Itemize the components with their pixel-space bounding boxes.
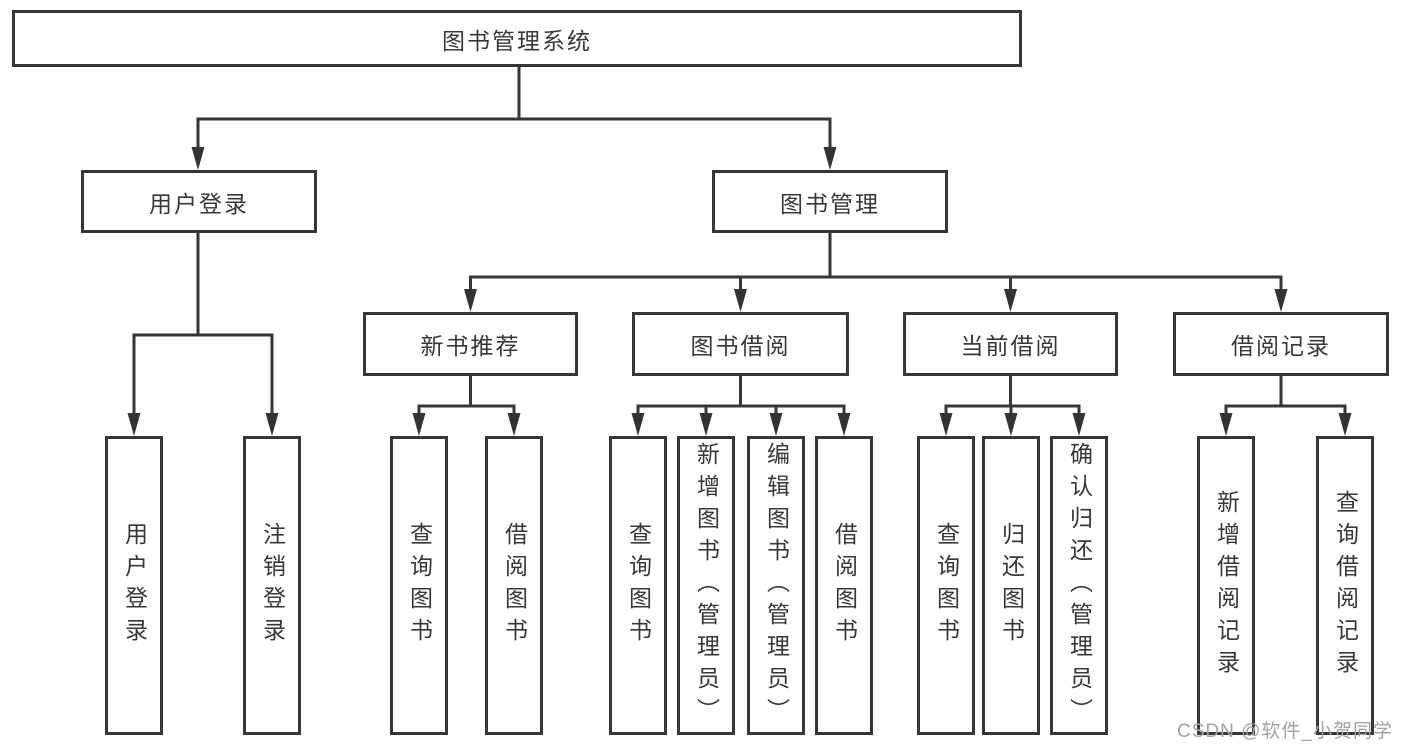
connector-root-to-branches bbox=[191, 66, 837, 170]
arrow-down-icon bbox=[127, 413, 141, 436]
arrow-down-icon bbox=[265, 413, 279, 436]
leaf-label: 归还图书 bbox=[998, 521, 1025, 650]
leaf-add-borrow-record: 新增借阅记录 bbox=[1197, 436, 1255, 735]
leaf-label: 确认归还（管理员） bbox=[1066, 441, 1093, 730]
leaf-confirm-return-admin: 确认归还（管理员） bbox=[1050, 436, 1108, 735]
leaf-edit-book-admin: 编辑图书（管理员） bbox=[747, 436, 805, 735]
arrow-down-icon bbox=[939, 413, 953, 436]
leaf-query-book: 查询图书 bbox=[609, 436, 667, 735]
arrow-down-icon bbox=[1338, 413, 1352, 436]
node-label: 图书借阅 bbox=[690, 333, 791, 359]
leaf-label: 注销登录 bbox=[259, 521, 286, 650]
arrow-down-icon bbox=[1274, 289, 1288, 312]
arrow-down-icon bbox=[823, 147, 837, 170]
node-book-management: 图书管理 bbox=[712, 170, 948, 233]
arrow-down-icon bbox=[1072, 413, 1086, 436]
leaf-add-book-admin: 新增图书（管理员） bbox=[677, 436, 735, 735]
leaf-query-book: 查询图书 bbox=[917, 436, 975, 735]
arrow-down-icon bbox=[507, 413, 521, 436]
node-user-login: 用户登录 bbox=[81, 170, 317, 233]
node-label: 借阅记录 bbox=[1231, 333, 1331, 359]
leaf-borrow-book: 借阅图书 bbox=[815, 436, 873, 735]
connector-book-borrow-to-leaves bbox=[631, 376, 851, 436]
arrow-down-icon bbox=[1219, 413, 1233, 436]
connector-current-borrow-to-leaves bbox=[939, 376, 1086, 436]
connector-user-login-to-leaves bbox=[127, 233, 279, 436]
node-current-borrow: 当前借阅 bbox=[903, 312, 1118, 376]
arrow-down-icon bbox=[464, 289, 477, 312]
leaf-borrow-book: 借阅图书 bbox=[485, 436, 543, 735]
arrow-down-icon bbox=[191, 147, 205, 170]
arrow-down-icon bbox=[412, 413, 426, 436]
leaf-query-book: 查询图书 bbox=[390, 436, 448, 735]
node-book-borrow: 图书借阅 bbox=[632, 312, 849, 376]
leaf-label: 借阅图书 bbox=[831, 521, 858, 650]
node-new-book-recommend: 新书推荐 bbox=[363, 312, 578, 376]
node-label: 图书管理系统 bbox=[442, 27, 592, 54]
arrow-down-icon bbox=[699, 413, 713, 436]
csdn-watermark: CSDN @软件_小贺同学 bbox=[1177, 721, 1393, 742]
node-label: 当前借阅 bbox=[960, 333, 1061, 359]
arrow-down-icon bbox=[1004, 413, 1018, 436]
leaf-label: 新增图书（管理员） bbox=[693, 441, 720, 730]
connector-book-management-to-groups bbox=[464, 233, 1288, 312]
connector-new-book-recommend-to-leaves bbox=[412, 376, 521, 436]
leaf-return-book: 归还图书 bbox=[982, 436, 1040, 735]
leaf-logout: 注销登录 bbox=[243, 436, 301, 735]
node-label: 新书推荐 bbox=[420, 333, 521, 359]
leaf-label: 查询图书 bbox=[406, 521, 433, 650]
node-library-management-system: 图书管理系统 bbox=[12, 10, 1022, 67]
leaf-query-borrow-record: 查询借阅记录 bbox=[1316, 436, 1374, 735]
leaf-user-login: 用户登录 bbox=[105, 436, 163, 735]
leaf-label: 查询借阅记录 bbox=[1332, 489, 1359, 682]
leaf-label: 查询图书 bbox=[625, 521, 652, 650]
leaf-label: 用户登录 bbox=[121, 521, 148, 650]
leaf-label: 编辑图书（管理员） bbox=[763, 441, 790, 730]
node-label: 图书管理 bbox=[780, 190, 880, 217]
connector-borrow-records-to-leaves bbox=[1219, 376, 1352, 436]
arrow-down-icon bbox=[837, 413, 851, 436]
arrow-down-icon bbox=[631, 413, 645, 436]
arrow-down-icon bbox=[734, 289, 747, 312]
leaf-label: 查询图书 bbox=[933, 521, 960, 650]
node-borrow-records: 借阅记录 bbox=[1173, 312, 1389, 376]
leaf-label: 新增借阅记录 bbox=[1213, 489, 1240, 682]
arrow-down-icon bbox=[769, 413, 783, 436]
leaf-label: 借阅图书 bbox=[501, 521, 528, 650]
node-label: 用户登录 bbox=[149, 190, 249, 217]
arrow-down-icon bbox=[1004, 289, 1017, 312]
